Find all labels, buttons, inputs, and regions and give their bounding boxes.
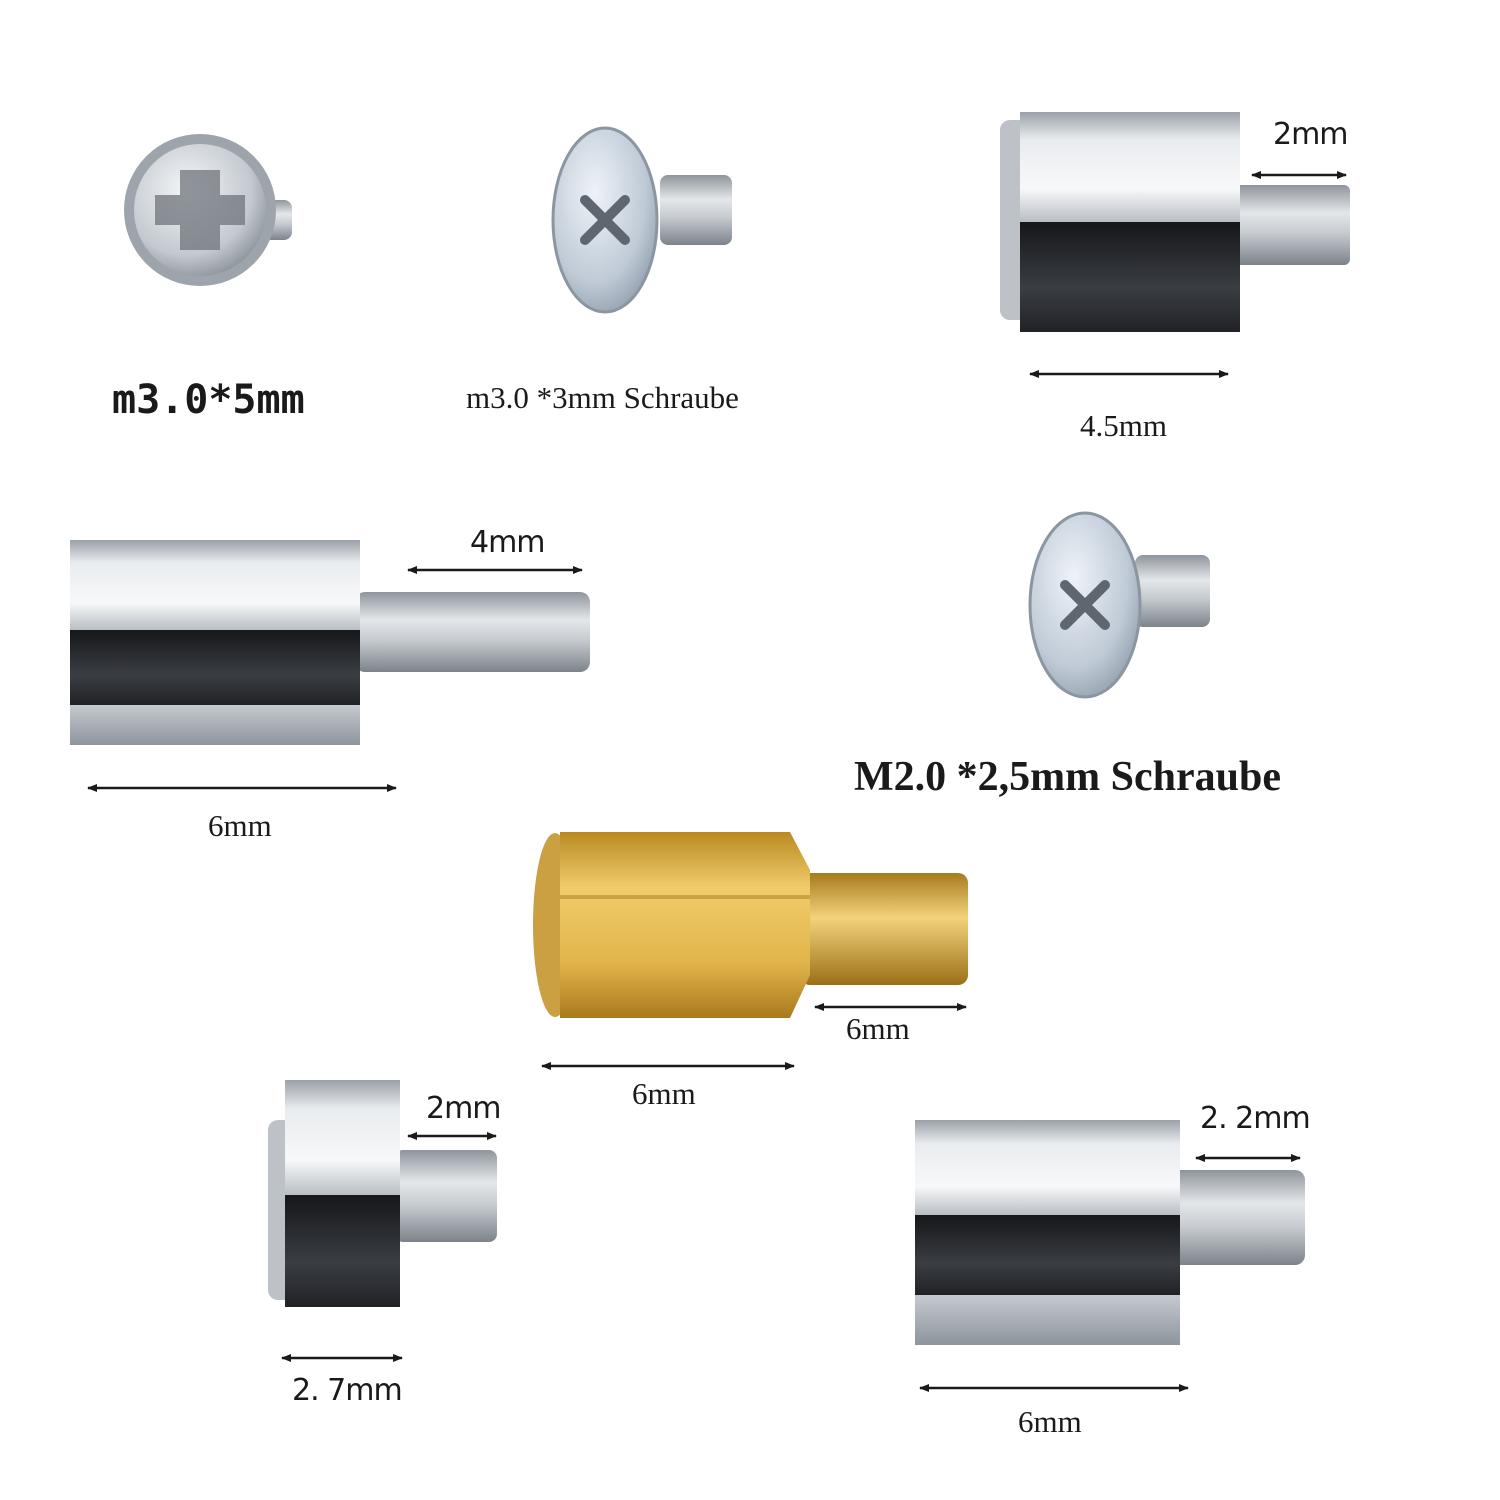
- label-standoff-d-length: 6mm: [1018, 1404, 1082, 1439]
- screw-small-icon: [124, 134, 292, 286]
- standoff-d-icon: [915, 1120, 1305, 1345]
- screw-m2-icon: [1028, 511, 1210, 699]
- label-standoff-c-thread: 2mm: [426, 1091, 502, 1126]
- label-brass-thread: 6mm: [846, 1011, 910, 1046]
- label-standoff-a-length: 4.5mm: [1080, 408, 1167, 443]
- label-screw-m2: M2.0 *2,5mm Schraube: [854, 754, 1281, 800]
- dimension-arrows: [87, 171, 1347, 1392]
- label-standoff-b-thread: 4mm: [470, 525, 546, 560]
- brass-standoff-icon: [533, 832, 968, 1018]
- label-standoff-c-length: 2. 7mm: [292, 1373, 403, 1408]
- label-standoff-b-length: 6mm: [208, 808, 272, 843]
- standoff-b-icon: [70, 540, 590, 745]
- label-screw-small: m3.0*5mm: [112, 377, 305, 423]
- label-standoff-d-thread: 2. 2mm: [1200, 1101, 1311, 1136]
- label-screw-flat: m3.0 *3mm Schraube: [466, 380, 739, 415]
- label-standoff-a-thread: 2mm: [1273, 117, 1349, 152]
- label-brass-length: 6mm: [632, 1076, 696, 1111]
- standoff-a-icon: [1000, 112, 1350, 332]
- standoff-c-icon: [268, 1080, 497, 1307]
- screw-flat-icon: [551, 126, 732, 314]
